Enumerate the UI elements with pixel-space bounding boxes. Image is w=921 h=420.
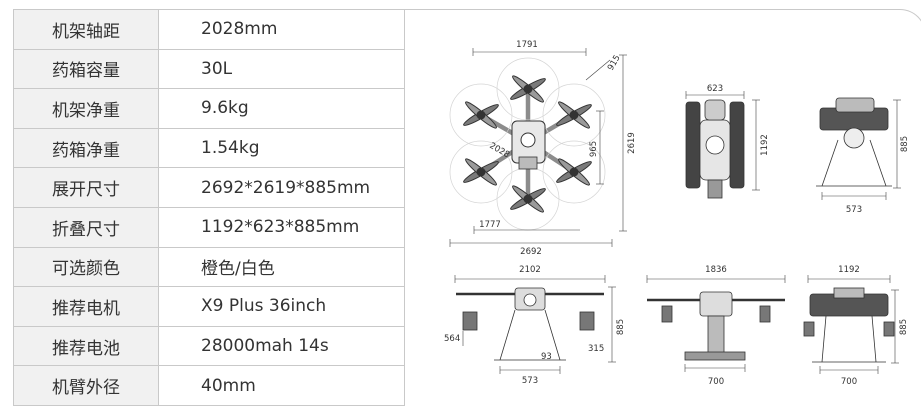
spec-value: 40mm <box>158 365 405 406</box>
spec-value: 2028mm <box>158 9 405 50</box>
dim-label: 2102 <box>519 265 541 275</box>
folded-front-dimension-lines <box>685 91 760 191</box>
folded-side-drawing <box>816 97 892 187</box>
spec-key: 药箱净重 <box>13 127 159 169</box>
spec-value: 2692*2619*885mm <box>158 167 405 208</box>
spec-value: X9 Plus 36inch <box>158 286 405 327</box>
dim-label: 2028 <box>488 141 512 160</box>
spec-key: 机架净重 <box>13 88 159 129</box>
spec-key: 机架轴距 <box>13 9 159 50</box>
dim-label: 885 <box>900 136 910 152</box>
spec-row: 可选颜色橙色/白色 <box>13 246 405 288</box>
dim-label: 1791 <box>516 40 538 50</box>
spec-value: 30L <box>158 48 405 90</box>
spec-value: 9.6kg <box>158 88 405 129</box>
dim-label: 93 <box>541 352 552 362</box>
spec-key: 推荐电池 <box>13 325 159 367</box>
unfolded-front-drawing <box>456 287 604 361</box>
unfolded-side-drawing <box>647 291 785 361</box>
dim-label: 573 <box>522 376 538 386</box>
spec-key: 可选颜色 <box>13 246 159 288</box>
folded-front-drawing <box>685 99 745 199</box>
folded-side2-drawing <box>803 287 895 363</box>
spec-value: 1192*623*885mm <box>158 206 405 248</box>
dim-label: 564 <box>444 334 460 344</box>
dim-label: 885 <box>616 319 626 335</box>
dim-label: 2619 <box>627 132 637 154</box>
dim-label: 1777 <box>479 220 501 230</box>
dim-label: 1192 <box>838 265 860 275</box>
dim-label: 965 <box>589 141 599 157</box>
diagram-frame <box>405 9 921 420</box>
spec-key: 机臂外径 <box>13 365 159 406</box>
dim-label: 885 <box>899 319 909 335</box>
dim-label: 1192 <box>760 134 770 156</box>
top-view-drawing <box>449 57 606 231</box>
dim-label: 700 <box>841 377 857 387</box>
dim-label: 315 <box>588 344 604 354</box>
spec-key: 药箱容量 <box>13 48 159 90</box>
unfolded-side-dimension-lines <box>646 275 786 372</box>
dim-label: 1836 <box>705 265 727 275</box>
spec-value: 橙色/白色 <box>158 246 405 288</box>
folded-side2-dimension-lines <box>807 275 899 374</box>
spec-key: 展开尺寸 <box>13 167 159 208</box>
dim-label: 573 <box>846 205 862 215</box>
spec-value: 28000mah 14s <box>158 325 405 367</box>
spec-value: 1.54kg <box>158 127 405 169</box>
folded-side-dimension-lines <box>821 99 901 200</box>
dim-label: 915 <box>606 53 623 72</box>
dim-label: 700 <box>708 377 724 387</box>
dim-label: 623 <box>707 84 723 94</box>
top-view-dimension-lines <box>449 48 627 247</box>
spec-key: 折叠尺寸 <box>13 206 159 248</box>
unfolded-front-dimension-lines <box>454 275 616 374</box>
spec-key: 推荐电机 <box>13 286 159 327</box>
dim-label: 2692 <box>520 247 542 257</box>
